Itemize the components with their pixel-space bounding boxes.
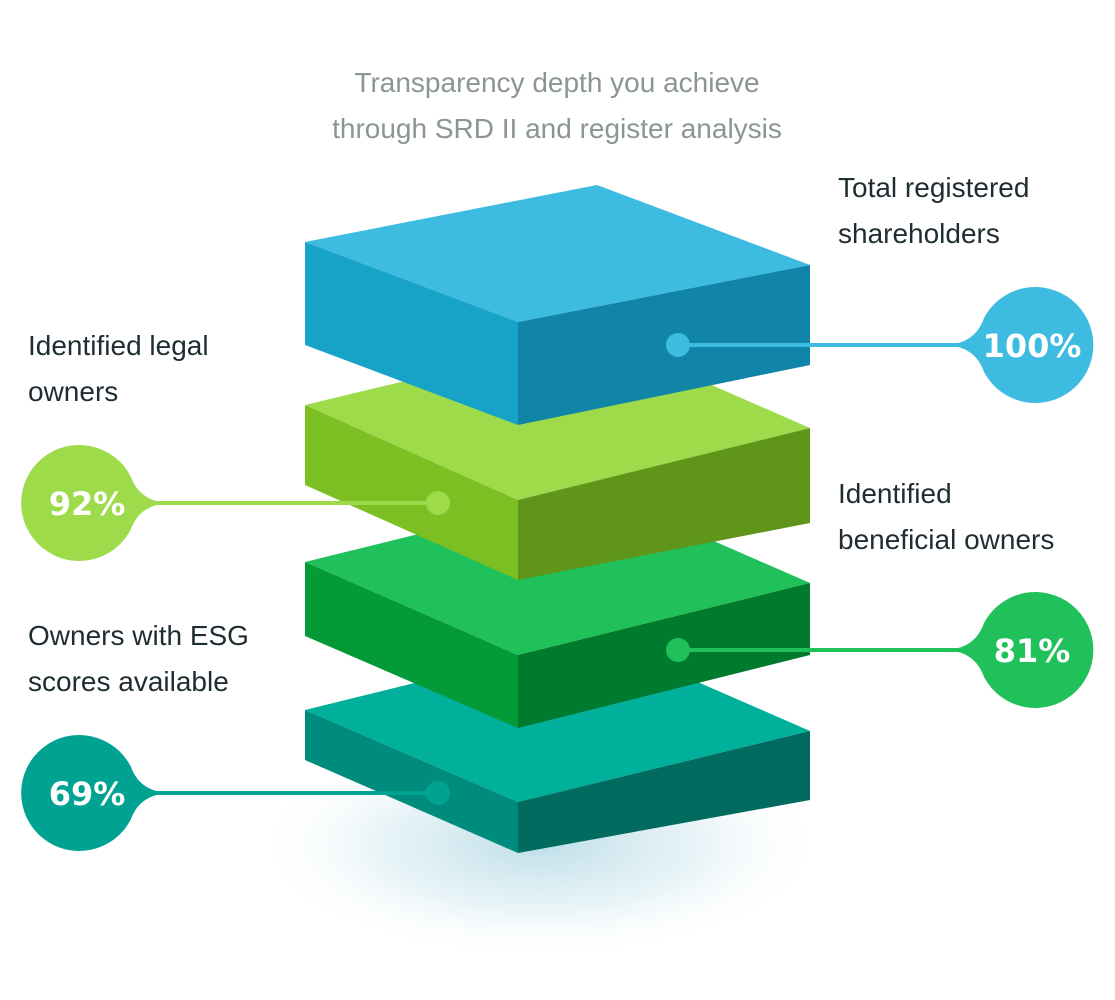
connector-legal-owners: 92%	[21, 445, 450, 561]
layer-registered-shareholders	[305, 185, 810, 425]
label-line-2: scores available	[28, 666, 229, 697]
label-line-1: Identified legal	[28, 330, 209, 361]
label-line-2: beneficial owners	[838, 524, 1055, 555]
label-line-1: Total registered	[838, 172, 1030, 203]
value-text: 81%	[994, 632, 1071, 670]
value-bubble	[21, 735, 171, 851]
label-line-2: owners	[28, 376, 119, 407]
value-bubble	[21, 445, 171, 561]
label-line-1: Owners with ESG	[28, 620, 249, 651]
connector-dot	[666, 638, 690, 662]
slab-left-face	[305, 242, 518, 425]
label-line-2: shareholders	[838, 218, 1000, 249]
diagram-title: Transparency depth you achieve through S…	[257, 60, 857, 152]
value-text: 100%	[983, 327, 1082, 365]
label-beneficial-owners: Identified beneficial owners	[838, 471, 1054, 563]
connector-dot	[666, 333, 690, 357]
slab-top-face	[305, 185, 810, 322]
value-bubble	[945, 592, 1094, 708]
connector-dot	[426, 491, 450, 515]
slab-right-face	[518, 583, 810, 728]
label-registered-shareholders: Total registered shareholders	[838, 165, 1029, 257]
connector-esg-scores: 69%	[21, 735, 450, 851]
connector-dot	[426, 781, 450, 805]
slab-left-face	[305, 405, 518, 580]
value-text: 69%	[49, 775, 126, 813]
value-bubble	[945, 286, 1094, 403]
label-legal-owners: Identified legal owners	[28, 323, 209, 415]
connector-registered-shareholders: 100%	[666, 286, 1094, 403]
label-line-1: Identified	[838, 478, 952, 509]
slab-right-face	[518, 265, 810, 425]
slab-left-face	[305, 562, 518, 728]
title-line-1: Transparency depth you achieve	[354, 67, 760, 98]
slab-right-face	[518, 731, 810, 853]
value-text: 92%	[49, 485, 126, 523]
title-line-2: through SRD II and register analysis	[332, 113, 782, 144]
slab-left-face	[305, 710, 518, 853]
slab-right-face	[518, 428, 810, 580]
connector-beneficial-owners: 81%	[666, 592, 1094, 708]
label-esg-scores: Owners with ESG scores available	[28, 613, 249, 705]
